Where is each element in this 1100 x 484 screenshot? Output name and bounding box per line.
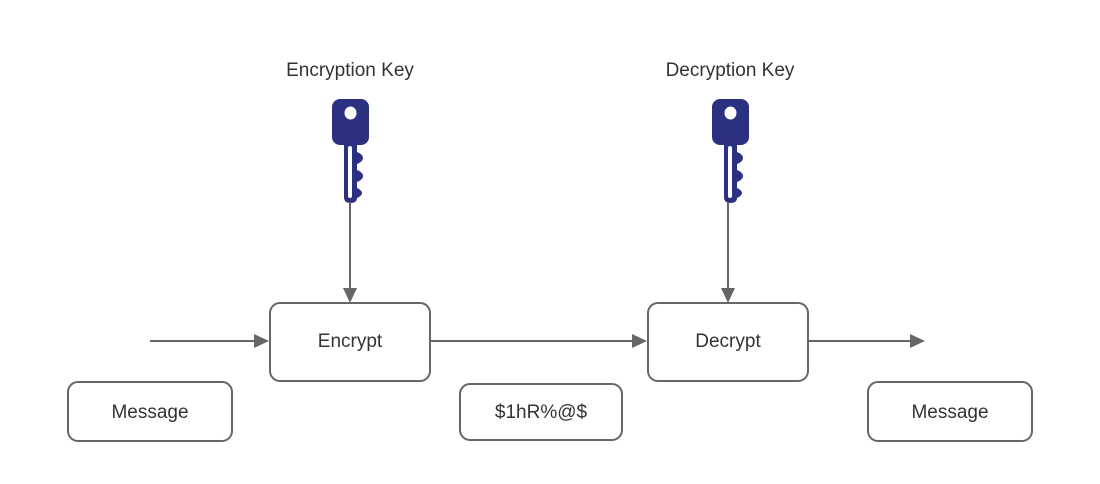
decryption-key-caption: Decryption Key	[666, 60, 795, 81]
input-message-label: Message	[111, 402, 188, 423]
ciphertext-label: $1hR%@$	[495, 402, 588, 423]
input-message-box[interactable]: Message	[67, 381, 233, 442]
key-to-encrypt-arrow	[343, 202, 357, 303]
key-icon-encryption	[332, 99, 369, 203]
decrypt-box-label: Decrypt	[695, 331, 761, 352]
input-message-arrow	[150, 334, 269, 348]
output-message-box[interactable]: Message	[867, 381, 1033, 442]
encryption-key-caption: Encryption Key	[286, 60, 414, 81]
key-to-decrypt-arrow	[721, 202, 735, 303]
decrypt-process-box[interactable]: Decrypt	[647, 302, 809, 382]
ciphertext-arrow	[430, 334, 647, 348]
encrypt-process-box[interactable]: Encrypt	[269, 302, 431, 382]
output-message-label: Message	[911, 402, 988, 423]
key-icon-decryption	[712, 99, 749, 203]
ciphertext-box[interactable]: $1hR%@$	[459, 383, 623, 441]
output-message-arrow	[808, 334, 925, 348]
encrypt-box-label: Encrypt	[318, 331, 383, 352]
